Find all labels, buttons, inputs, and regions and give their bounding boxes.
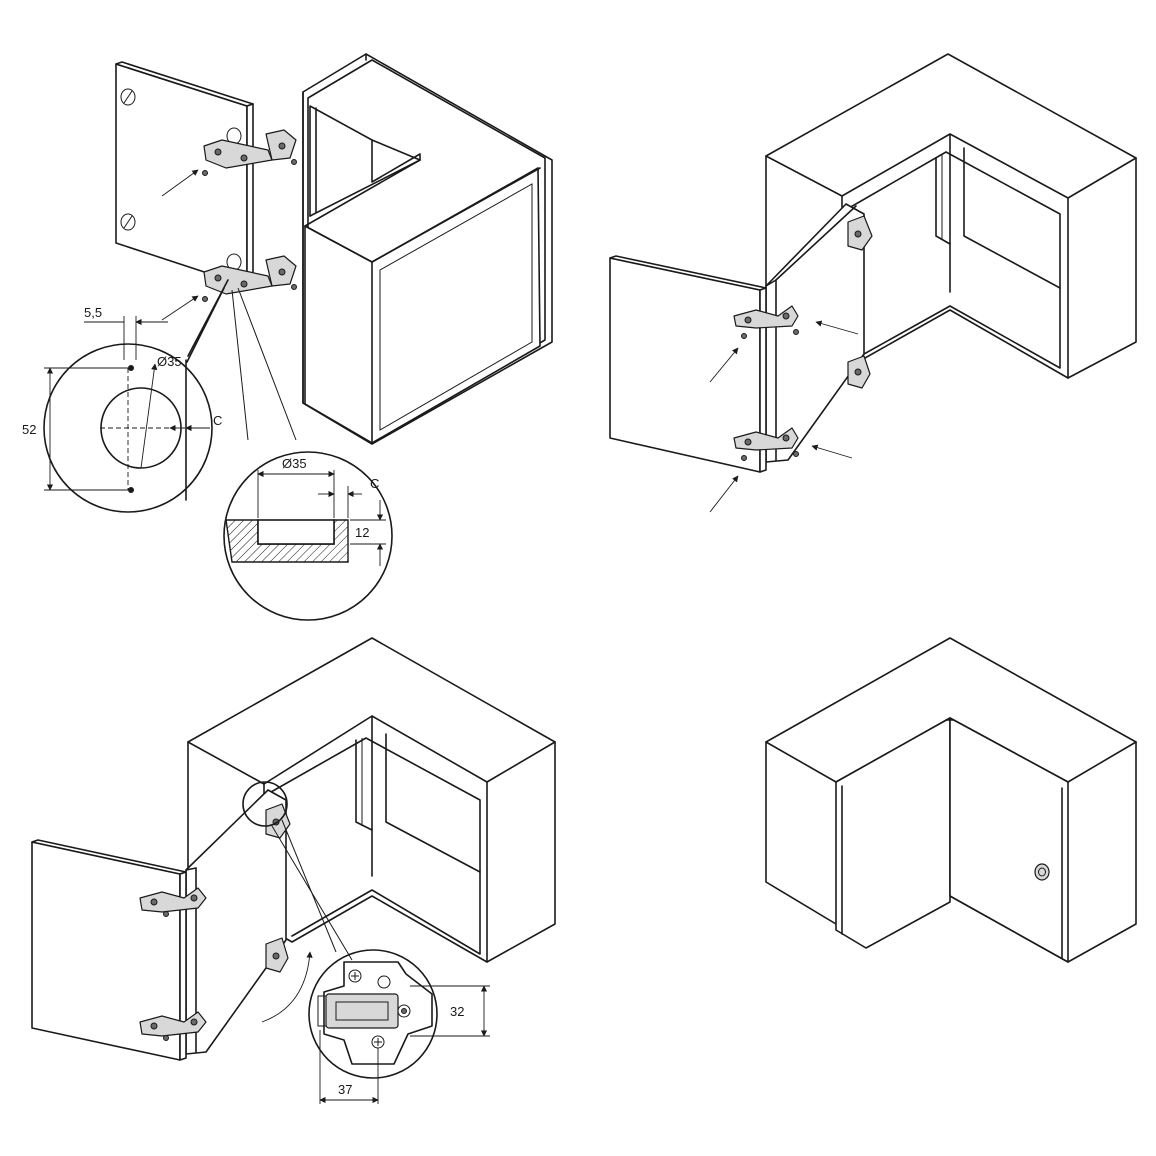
detail-circle-front: Ø35 C 52 xyxy=(22,279,229,513)
door-attached xyxy=(765,203,865,463)
detail-circle-section: Ø35 C 12 xyxy=(223,451,393,621)
door-front-step3 xyxy=(31,839,187,1061)
dim-label-12: 12 xyxy=(355,525,369,540)
dim-label-32: 32 xyxy=(450,1004,464,1019)
hinge-lower xyxy=(202,255,297,302)
dim-label-5-5: 5,5 xyxy=(84,305,102,320)
dim-label-37: 37 xyxy=(338,1082,352,1097)
hinge-upper-step3 xyxy=(139,887,207,917)
step-2-attaching-doors xyxy=(609,53,1137,513)
knob-icon xyxy=(1034,863,1050,881)
arrow-rotate-door xyxy=(261,951,313,1023)
arrow-bottom-right xyxy=(811,444,853,459)
leader-line-a xyxy=(237,287,297,441)
detail-circle-mounting-plate: 32 37 xyxy=(308,949,490,1104)
arrow-top-left xyxy=(709,347,739,383)
hinge-right-lower-step3 xyxy=(265,937,289,973)
arrow-bottom-left xyxy=(709,475,739,513)
door-front xyxy=(609,255,767,473)
step-1-drilling-and-mounting: 5,5 Ø35 C 52 xyxy=(22,53,553,621)
door-panel xyxy=(115,61,254,287)
hinge-bottom-left xyxy=(733,427,799,461)
arrow-screw-lower-left xyxy=(161,295,199,321)
detail-highlight-circle xyxy=(242,781,288,827)
leader-line-d xyxy=(281,819,337,953)
dim-label-diameter-section: Ø35 xyxy=(282,456,307,471)
hinge-top-left xyxy=(733,305,799,339)
hinge-top-right xyxy=(847,215,873,251)
hinge-bottom-right xyxy=(847,355,871,389)
corner-cabinet xyxy=(302,53,553,445)
hinge-upper xyxy=(202,129,297,176)
dim-label-52: 52 xyxy=(22,422,36,437)
arrow-top-right xyxy=(815,320,859,335)
step-3-adjusting: 32 37 xyxy=(31,637,556,1104)
leader-line-b xyxy=(231,289,249,441)
dim-label-diameter-front: Ø35 xyxy=(157,354,182,369)
arrow-screw-upper-left xyxy=(161,169,199,197)
hinge-lower-step3 xyxy=(139,1011,207,1041)
dim-5-5: 5,5 xyxy=(84,305,168,360)
step-4-finished-cabinet xyxy=(765,637,1137,963)
dim-label-c-section: C xyxy=(370,476,379,491)
closed-door-right xyxy=(949,717,1069,963)
dim-label-c-front: C xyxy=(213,413,222,428)
closed-door-left xyxy=(835,717,951,949)
